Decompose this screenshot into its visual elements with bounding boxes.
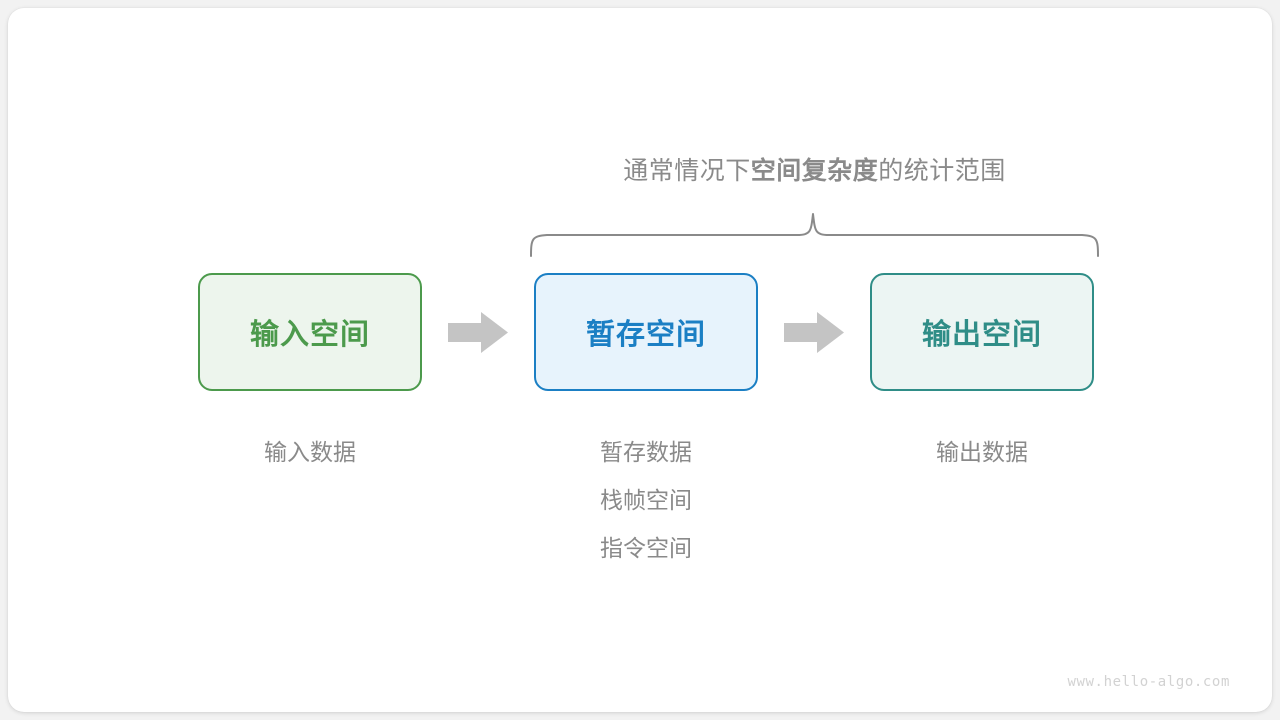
box-input-space[interactable]: 输入空间 — [198, 273, 422, 391]
brace-caption-suffix: 的统计范围 — [878, 157, 1006, 185]
caption-output-data: 输出数据 — [936, 439, 1028, 465]
box-output-space[interactable]: 输出空间 — [870, 273, 1094, 391]
right-arrow-icon — [448, 312, 508, 353]
scope-brace — [523, 203, 1108, 258]
brace-caption: 通常情况下空间复杂度的统计范围 — [531, 151, 1098, 191]
caption-column-output: 输出数据 — [870, 428, 1094, 476]
brace-caption-emphasis: 空间复杂度 — [750, 157, 879, 185]
diagram-card: 通常情况下空间复杂度的统计范围 输入空间 暂存空间 — [8, 8, 1272, 712]
box-input-space-label: 输入空间 — [249, 319, 370, 351]
curly-brace-icon — [530, 213, 1099, 257]
caption-input-data: 输入数据 — [264, 439, 356, 465]
brace-caption-prefix: 通常情况下 — [623, 157, 751, 185]
arrow-buffer-to-output — [784, 310, 844, 355]
box-buffer-space[interactable]: 暂存空间 — [534, 273, 758, 391]
box-buffer-space-label: 暂存空间 — [585, 319, 706, 351]
caption-stack-frame-space: 栈帧空间 — [600, 487, 692, 513]
caption-column-input: 输入数据 — [198, 428, 422, 476]
caption-instruction-space: 指令空间 — [600, 535, 692, 561]
arrow-input-to-buffer — [448, 310, 508, 355]
watermark: www.hello-algo.com — [1067, 674, 1230, 690]
caption-column-buffer: 暂存数据 栈帧空间 指令空间 — [534, 428, 758, 572]
right-arrow-icon — [784, 312, 844, 353]
box-output-space-label: 输出空间 — [921, 319, 1042, 351]
caption-buffer-data: 暂存数据 — [600, 439, 692, 465]
